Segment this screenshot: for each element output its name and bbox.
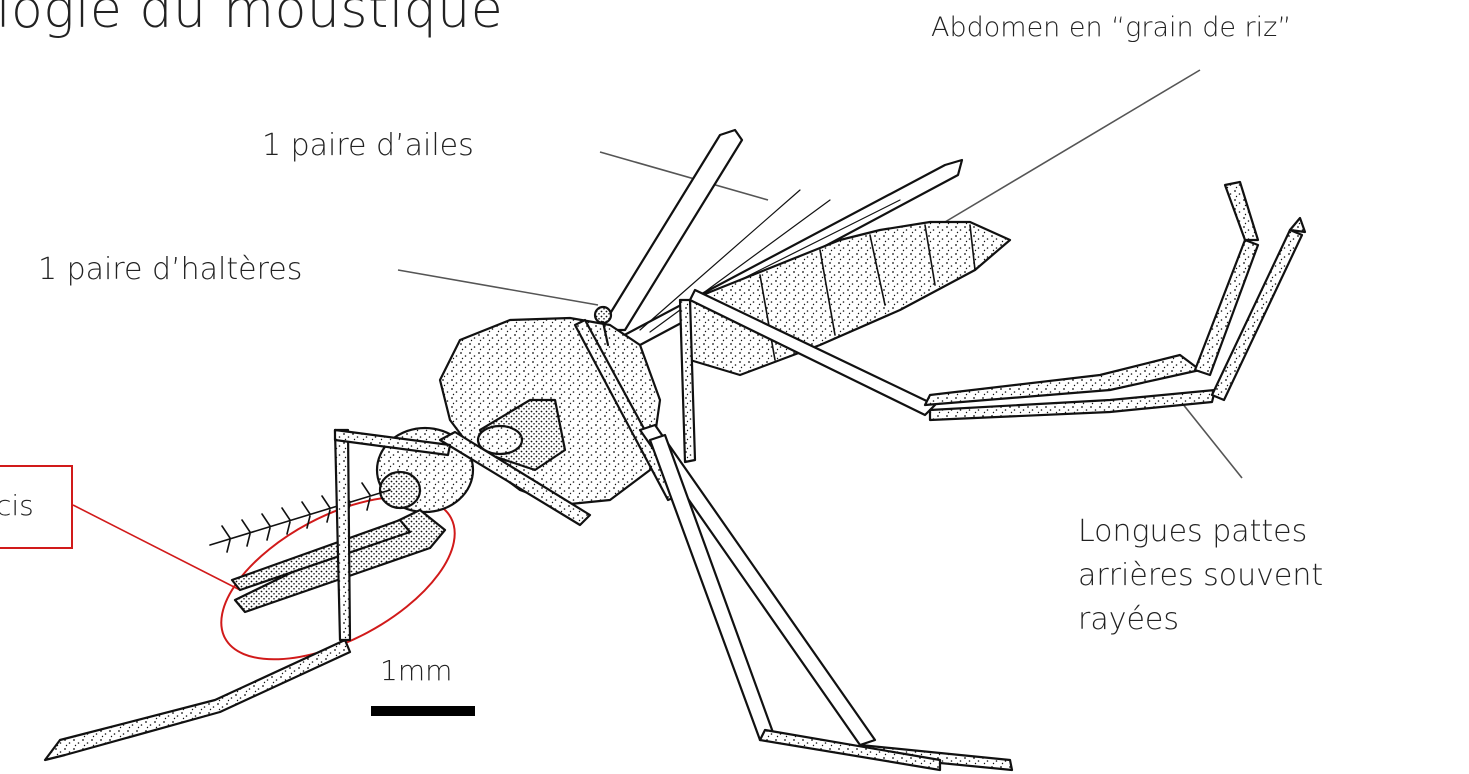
leader-hind-legs <box>1178 398 1242 478</box>
scale-bar <box>371 706 475 716</box>
leader-halteres <box>398 270 598 305</box>
front-leg <box>45 430 590 760</box>
leader-abdomen <box>945 70 1200 222</box>
leader-palps <box>73 505 240 590</box>
